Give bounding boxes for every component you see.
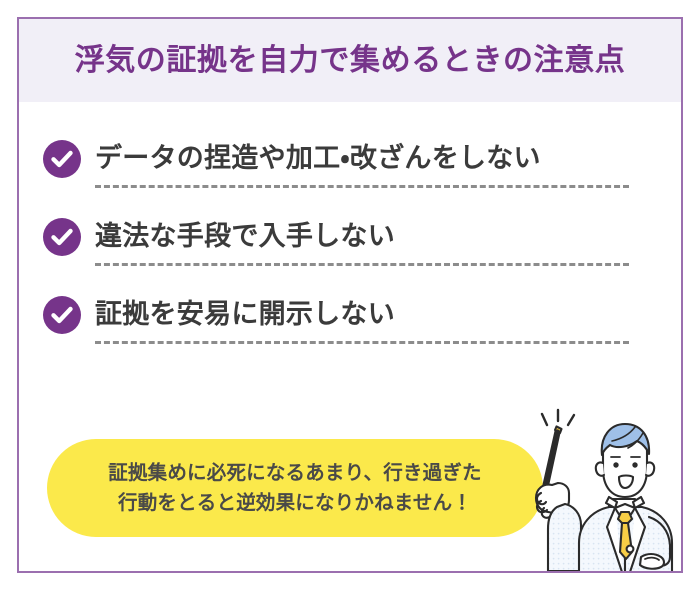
check-circle-icon [43,140,81,178]
list-item-label: 証拠を安易に開示しない [95,299,395,330]
checklist: データの捏造や加工・改ざんをしない 違法な手段で入手しない [19,102,681,344]
list-item-label: データの捏造や加工・改ざんをしない [95,143,541,174]
list-item-divider [95,341,629,344]
check-circle-icon [43,218,81,256]
list-item-label: 違法な手段で入手しない [95,221,395,252]
list-item-divider [95,263,629,266]
list-item: 証拠を安易に開示しない [43,266,657,344]
callout-line-1: 証拠集めに必死になるあまり、行き過ぎた [108,461,482,484]
list-item: データの捏造や加工・改ざんをしない [43,102,657,188]
callout-line-2: 行動をとると逆効果になりかねません！ [118,492,472,514]
check-row: データの捏造や加工・改ざんをしない [43,140,657,178]
check-circle-icon [43,296,81,334]
callout-bubble: 証拠集めに必死になるあまり、行き過ぎた 行動をとると逆効果になりかねません！ [47,439,543,537]
info-card: 浮気の証拠を自力で集めるときの注意点 データの捏造や加工・改ざんをしない [17,17,683,573]
card-header: 浮気の証拠を自力で集めるときの注意点 [19,19,681,102]
man-with-pointer-illustration [517,407,681,571]
check-row: 違法な手段で入手しない [43,218,657,256]
check-row: 証拠を安易に開示しない [43,296,657,334]
page-title: 浮気の証拠を自力で集めるときの注意点 [74,43,626,77]
list-item-divider [95,185,629,188]
callout-area: 証拠集めに必死になるあまり、行き過ぎた 行動をとると逆効果になりかねません！ [19,408,681,571]
list-item: 違法な手段で入手しない [43,188,657,266]
